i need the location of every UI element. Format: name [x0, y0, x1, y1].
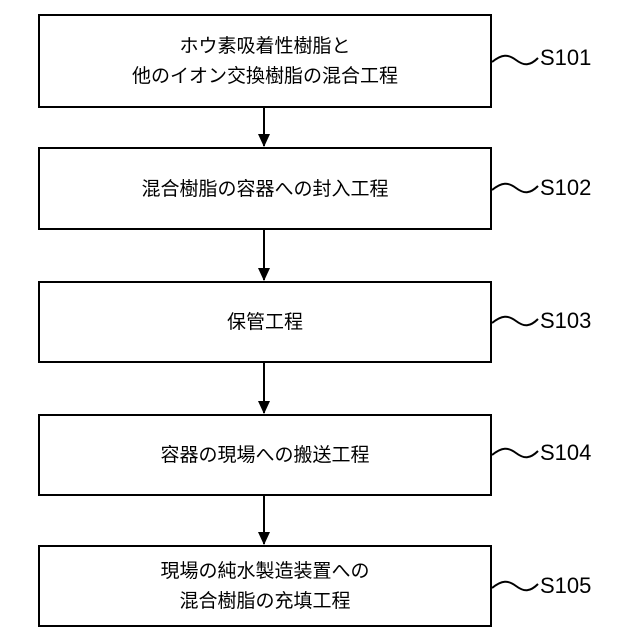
leader-line-s103	[492, 317, 538, 326]
arrowhead-2	[258, 268, 270, 281]
leader-line-s105	[492, 582, 538, 591]
arrowhead-4	[258, 532, 270, 545]
leader-line-s101	[492, 56, 538, 65]
arrowhead-1	[258, 134, 270, 147]
leader-line-s102	[492, 184, 538, 193]
leader-line-s104	[492, 449, 538, 458]
arrowhead-3	[258, 401, 270, 414]
